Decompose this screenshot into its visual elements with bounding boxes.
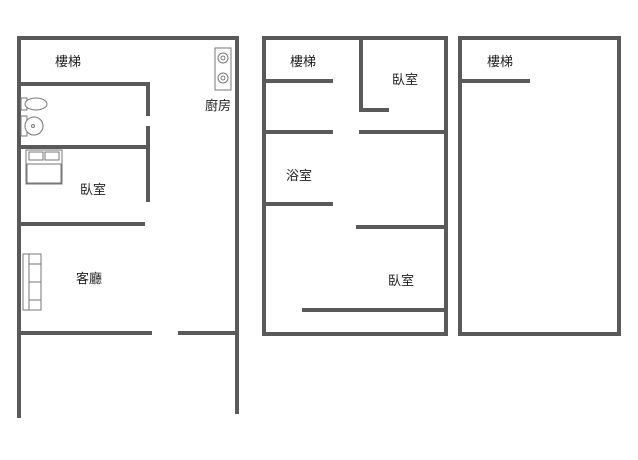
f2-bathroom-label: 浴室 — [286, 168, 312, 184]
sink-icon — [20, 115, 44, 137]
f1-stairs-label: 樓梯 — [55, 55, 81, 70]
f1-kitchen-label: 廚房 — [205, 98, 231, 114]
toilet-icon — [20, 97, 48, 111]
sofa-icon — [22, 253, 42, 311]
f1-living-room-label: 客廳 — [76, 271, 102, 287]
f2-bedroom-top-label: 臥室 — [392, 72, 418, 88]
stove-icon — [214, 47, 232, 91]
floor-3-plan: 樓梯 — [458, 36, 621, 336]
floor-3-walls — [458, 36, 621, 336]
bed-icon — [25, 149, 63, 185]
floor-2-walls — [262, 36, 448, 336]
f1-bedroom-label: 臥室 — [80, 182, 106, 198]
f2-bedroom-bottom-label: 臥室 — [388, 273, 414, 289]
floor-2-plan: 樓梯 臥室 浴室 臥室 — [262, 36, 448, 336]
floor-1-plan: 樓梯 廚房 臥室 客廳 — [17, 36, 239, 418]
f2-stairs-label: 樓梯 — [290, 55, 316, 70]
f3-stairs-label: 樓梯 — [487, 55, 513, 70]
floor-1-walls — [17, 36, 239, 418]
